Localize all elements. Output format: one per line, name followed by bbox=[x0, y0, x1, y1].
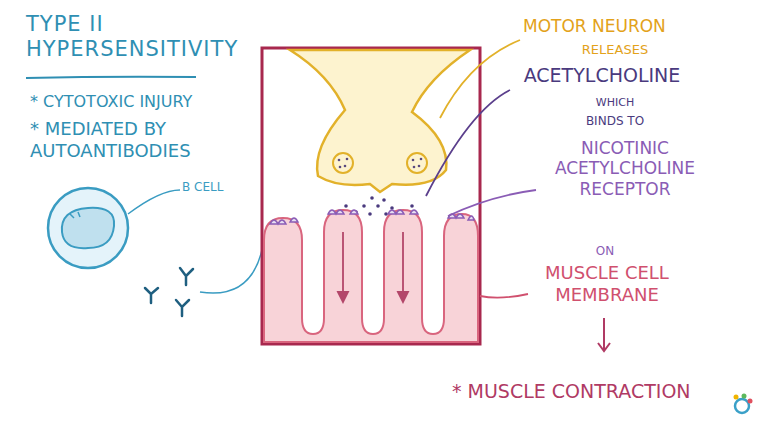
antibodies bbox=[145, 268, 193, 316]
signal-arrows bbox=[338, 232, 408, 302]
acetylcholine-molecules bbox=[328, 196, 414, 216]
leader-line bbox=[440, 40, 520, 118]
part-label: MUSCLE CELL MEMBRANE bbox=[532, 262, 682, 305]
bullet-note: * CYTOTOXIC INJURY bbox=[30, 92, 250, 111]
logo bbox=[734, 394, 753, 414]
part-label: B CELL bbox=[182, 180, 252, 194]
leader-line bbox=[480, 294, 528, 298]
result-label: * MUSCLE CONTRACTION bbox=[452, 380, 732, 403]
down-arrow bbox=[598, 318, 610, 351]
leader-line bbox=[448, 190, 536, 216]
motor-neuron-terminal bbox=[290, 50, 470, 192]
title: TYPE II HYPERSENSITIVITY bbox=[26, 12, 256, 62]
b-cell bbox=[48, 188, 128, 268]
annotation: WHICH bbox=[560, 96, 670, 109]
part-label: NICOTINIC ACETYLCHOLINE RECEPTOR bbox=[540, 138, 710, 199]
annotation: RELEASES bbox=[560, 42, 670, 58]
leader-line bbox=[426, 90, 510, 196]
annotation: BINDS TO bbox=[560, 114, 670, 128]
part-label: MOTOR NEURON bbox=[523, 16, 703, 36]
annotation: ON bbox=[580, 244, 630, 258]
part-label: ACETYLCHOLINE bbox=[512, 64, 692, 87]
bullet-note: * MEDIATED BY AUTOANTIBODIES bbox=[30, 118, 245, 161]
receptors bbox=[270, 210, 474, 224]
muscle-cell-membrane bbox=[264, 210, 478, 342]
synapse-frame bbox=[262, 48, 480, 344]
leader-line bbox=[128, 190, 180, 214]
underline bbox=[26, 77, 196, 78]
